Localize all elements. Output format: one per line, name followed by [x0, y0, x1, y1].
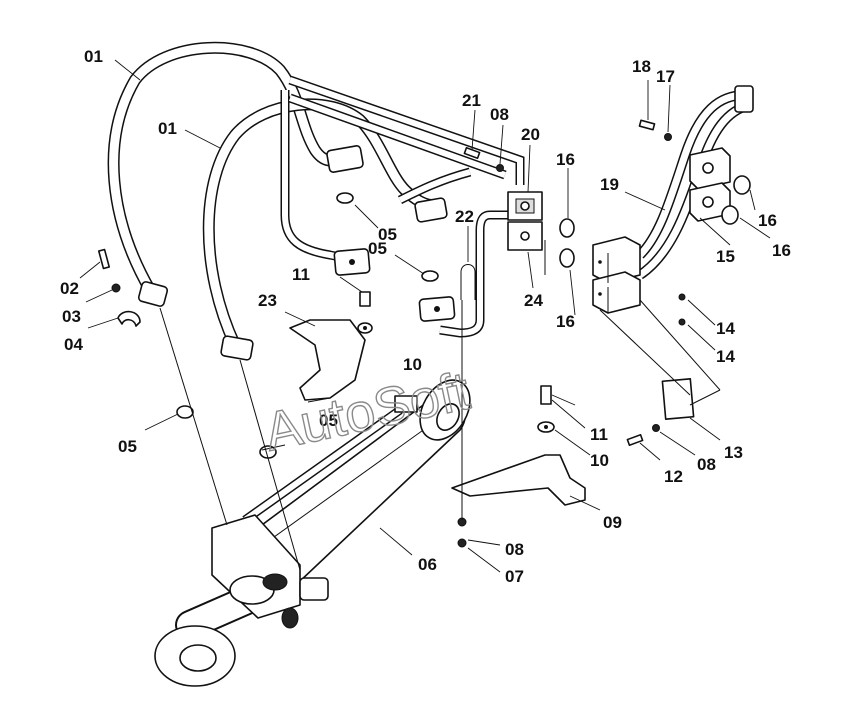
label-10-b: 10	[590, 451, 609, 470]
label-01-right: 01	[158, 119, 177, 138]
label-10-a: 10	[403, 355, 422, 374]
label-08-bottom: 08	[505, 540, 524, 559]
label-21: 21	[462, 91, 481, 110]
label-19: 19	[600, 175, 619, 194]
valve-blocks	[592, 236, 641, 314]
label-15: 15	[716, 247, 735, 266]
label-03: 03	[62, 307, 81, 326]
label-20: 20	[521, 125, 540, 144]
label-22: 22	[455, 207, 474, 226]
label-05-b: 05	[378, 225, 397, 244]
label-23: 23	[258, 291, 277, 310]
assembly-lines	[159, 240, 721, 571]
label-08-top: 08	[490, 105, 509, 124]
label-16-a: 16	[556, 150, 575, 169]
label-24: 24	[524, 291, 543, 310]
flange-clamps	[137, 145, 456, 361]
label-16-d: 16	[772, 241, 791, 260]
u-bolt-22	[460, 264, 476, 300]
label-14-a: 14	[716, 319, 735, 338]
bracket-09	[451, 454, 586, 506]
label-07: 07	[505, 567, 524, 586]
label-05-a: 05	[118, 437, 137, 456]
label-04: 04	[64, 335, 83, 354]
steel-pipes	[280, 75, 525, 338]
label-05-c: 05	[368, 239, 387, 258]
label-09: 09	[603, 513, 622, 532]
label-12: 12	[664, 467, 683, 486]
o-rings	[176, 175, 751, 459]
part-number-labels: 01 01 02 03 04 05 05 05 05 06 07 08 08 0…	[60, 47, 791, 586]
label-06: 06	[418, 555, 437, 574]
label-11-a: 11	[292, 265, 310, 284]
hose-01-left	[107, 41, 351, 296]
manifold-plates-20-24	[507, 191, 543, 251]
label-18: 18	[632, 57, 651, 76]
cover-plate-13	[661, 378, 695, 420]
label-11-b: 11	[590, 425, 608, 444]
hose-end-fitting	[734, 85, 754, 113]
bolts-nuts-washers	[97, 119, 686, 548]
leader-lines	[79, 59, 771, 573]
label-01-left: 01	[84, 47, 103, 66]
label-17: 17	[656, 67, 675, 86]
label-16-c: 16	[758, 211, 777, 230]
label-02: 02	[60, 279, 79, 298]
flange-blocks-15	[689, 147, 731, 222]
hydraulic-cylinder-06	[154, 379, 471, 687]
label-13: 13	[724, 443, 743, 462]
label-08-right: 08	[697, 455, 716, 474]
label-16-b: 16	[556, 312, 575, 331]
label-05-d: 05	[319, 411, 338, 430]
label-14-b: 14	[716, 347, 735, 366]
